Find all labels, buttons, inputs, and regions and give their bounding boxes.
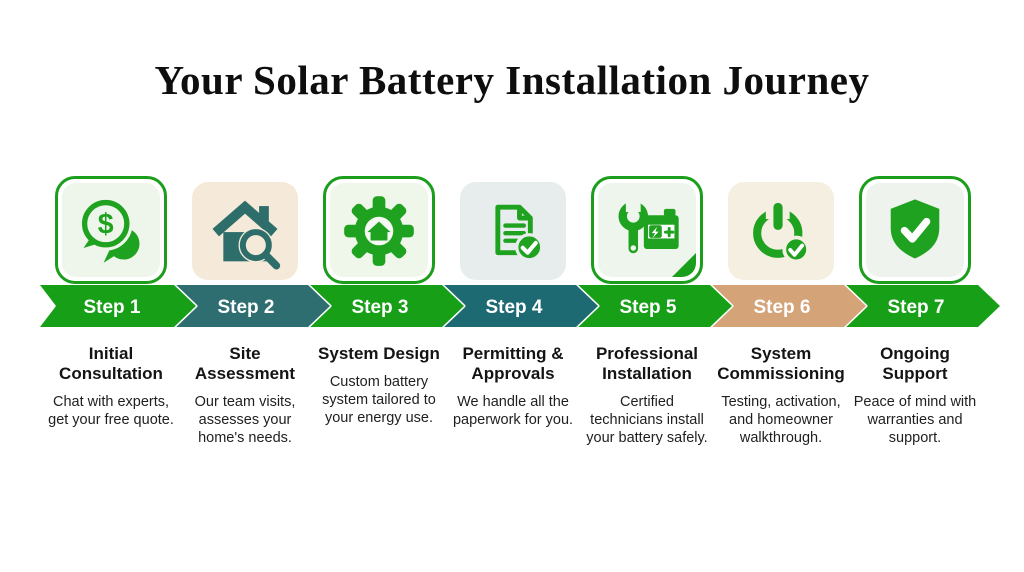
step5-title: Professional Installation [595,344,699,383]
step1-icon-area: $ [62,183,160,277]
step3-title: System Design [318,344,440,363]
step6-description: Testing, activation, and homeowner walkt… [721,394,841,446]
step1-arrow-label: Step 1 [83,297,140,318]
shield-check-icon [890,199,940,259]
step2-icon-box [192,182,298,280]
step3-icon-box [323,176,435,284]
step7-icon-box [859,176,971,284]
wrench-battery-icon [618,199,679,254]
step4-text-block: Permitting & Approvals We handle all the… [446,344,580,429]
power-check-icon [753,202,810,264]
step2-arrow-label: Step 2 [217,297,274,318]
step4-description: We handle all the paperwork for you. [452,394,574,428]
step7-text-block: Ongoing Support Peace of mind with warra… [848,344,982,447]
step2-description: Our team visits, assesses your home's ne… [194,394,296,446]
step3-arrow-label: Step 3 [351,297,408,318]
step7-arrow-label: Step 7 [887,297,944,318]
step3-icon-area [330,183,428,277]
step5-arrow-label: Step 5 [619,297,676,318]
step-column-5: Professional Installation Certified tech… [580,176,714,496]
page-title: Your Solar Battery Installation Journey [154,57,870,103]
step5-text-block: Professional Installation Certified tech… [580,344,714,447]
step1-arrow [38,283,198,329]
step1-icon-box: $ [55,176,167,284]
document-check-icon [495,204,544,262]
step-column-6: System Commissioning Testing, activation… [714,176,848,496]
step6-icon-box [728,182,834,280]
step2-text-block: Site Assessment Our team visits, assesse… [178,344,312,447]
gear-house-icon [344,196,414,266]
chat-dollar-icon: $ [78,196,140,263]
step4-arrow-label: Step 4 [485,297,542,318]
step6-arrow-label: Step 6 [753,297,810,318]
step5-icon-area [598,183,696,277]
step4-icon-box [460,182,566,280]
step-column-3: System Design Custom battery system tail… [312,176,446,496]
step7-icon-area [866,183,964,277]
step3-description: Custom battery system tailored to your e… [322,374,436,426]
step7-description: Peace of mind with warranties and suppor… [853,394,977,446]
step6-text-block: System Commissioning Testing, activation… [714,344,848,447]
step-column-2: Site Assessment Our team visits, assesse… [178,176,312,496]
step6-title: System Commissioning [717,344,845,383]
step-column-1: $ Initial Consultation Chat with experts… [44,176,178,496]
step1-description: Chat with experts, get your free quote. [48,394,174,428]
house-magnifier-icon [212,200,281,270]
step3-text-block: System Design Custom battery system tail… [312,344,446,427]
step5-icon-box [591,176,703,284]
step1-text-block: Initial Consultation Chat with experts, … [44,344,178,429]
step4-title: Permitting & Approvals [462,344,564,383]
step5-description: Certified technicians install your batte… [586,394,708,446]
steps-row: $ Initial Consultation Chat with experts… [44,176,982,496]
svg-text:$: $ [98,209,114,241]
step-column-4: Permitting & Approvals We handle all the… [446,176,580,496]
step1-title: Initial Consultation [59,344,163,383]
step-arrow-band: Step 1 Step 2 Step 3 Step 4 Step 5 Step … [38,283,1002,329]
step2-title: Site Assessment [194,344,296,383]
step7-title: Ongoing Support [880,344,950,383]
step-column-7: Ongoing Support Peace of mind with warra… [848,176,982,496]
